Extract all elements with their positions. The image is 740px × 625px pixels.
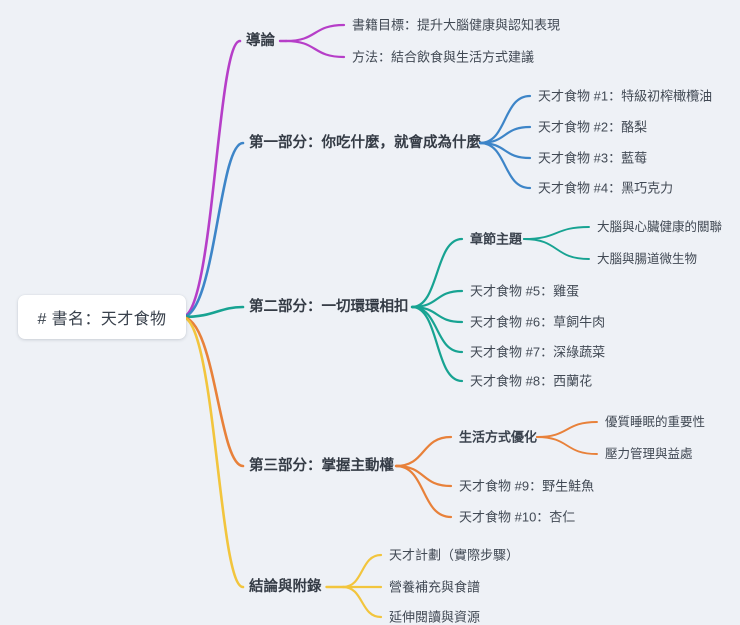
node-part-two-child-1-text: 章節主題 bbox=[470, 231, 523, 247]
node-conclusion-child-3[interactable]: 延伸閱讀與資源 bbox=[389, 611, 480, 624]
node-intro-child-1[interactable]: 書籍目標：提升大腦健康與認知表現 bbox=[352, 19, 560, 32]
root-node[interactable]: # 書名：天才食物 bbox=[18, 295, 186, 339]
node-part-three-child-1-text: 生活方式優化 bbox=[459, 429, 538, 445]
node-part-two-child-5-text: 天才食物 #8：西蘭花 bbox=[470, 373, 593, 389]
branch-label-part-one[interactable]: 第一部分：你吃什麼，就會成為什麼 bbox=[249, 136, 481, 151]
branch-label-part-two[interactable]: 第二部分：一切環環相扣 bbox=[249, 300, 409, 315]
node-part-one-child-2-text: 天才食物 #2：酪梨 bbox=[538, 119, 648, 135]
node-part-three-child-3-text: 天才食物 #10：杏仁 bbox=[459, 509, 576, 525]
node-part-one-child-4[interactable]: 天才食物 #4：黑巧克力 bbox=[538, 182, 673, 195]
node-part-one-child-4-text: 天才食物 #4：黑巧克力 bbox=[538, 180, 674, 196]
node-conclusion-child-2-text: 營養補充與食譜 bbox=[389, 579, 481, 595]
node-conclusion-child-2[interactable]: 營養補充與食譜 bbox=[389, 581, 480, 594]
node-conclusion-child-3-text: 延伸閱讀與資源 bbox=[389, 609, 481, 625]
node-part-two-child-4[interactable]: 天才食物 #7：深綠蔬菜 bbox=[470, 346, 605, 359]
branch-label-part-two-text: 第二部分：一切環環相扣 bbox=[249, 298, 409, 315]
branch-label-conclusion[interactable]: 結論與附錄 bbox=[249, 580, 322, 595]
node-intro-child-2[interactable]: 方法：結合飲食與生活方式建議 bbox=[352, 51, 534, 64]
node-part-two-child-3-text: 天才食物 #6：草飼牛肉 bbox=[470, 314, 606, 330]
node-part-two-child-1-sub-2-text: 大腦與腸道微生物 bbox=[597, 251, 698, 266]
branch-label-intro-text: 導論 bbox=[246, 32, 275, 49]
node-part-two-child-2-text: 天才食物 #5：雞蛋 bbox=[470, 283, 580, 299]
node-part-one-child-2[interactable]: 天才食物 #2：酪梨 bbox=[538, 121, 647, 134]
node-part-three-child-1[interactable]: 生活方式優化 bbox=[459, 431, 537, 444]
node-intro-child-2-text: 方法：結合飲食與生活方式建議 bbox=[352, 49, 535, 65]
branch-label-intro[interactable]: 導論 bbox=[246, 34, 275, 49]
branch-label-part-one-text: 第一部分：你吃什麼，就會成為什麼 bbox=[249, 134, 481, 151]
node-part-two-child-5[interactable]: 天才食物 #8：西蘭花 bbox=[470, 375, 592, 388]
node-intro-child-1-text: 書籍目標：提升大腦健康與認知表現 bbox=[352, 17, 561, 33]
branch-label-part-three[interactable]: 第三部分：掌握主動權 bbox=[249, 459, 394, 474]
node-part-two-child-3[interactable]: 天才食物 #6：草飼牛肉 bbox=[470, 316, 605, 329]
node-part-three-child-2[interactable]: 天才食物 #9：野生鮭魚 bbox=[459, 480, 594, 493]
node-part-one-child-3-text: 天才食物 #3：藍莓 bbox=[538, 150, 648, 166]
node-part-one-child-1-text: 天才食物 #1：特級初榨橄欖油 bbox=[538, 88, 713, 104]
node-part-three-child-2-text: 天才食物 #9：野生鮭魚 bbox=[459, 478, 595, 494]
node-part-two-child-1-sub-1[interactable]: 大腦與心臟健康的關聯 bbox=[597, 221, 722, 234]
node-part-three-child-1-sub-1-text: 優質睡眠的重要性 bbox=[605, 414, 706, 429]
node-part-three-child-1-sub-1[interactable]: 優質睡眠的重要性 bbox=[605, 416, 705, 429]
node-part-two-child-4-text: 天才食物 #7：深綠蔬菜 bbox=[470, 344, 606, 360]
node-conclusion-child-1[interactable]: 天才計劃（實際步驟） bbox=[389, 549, 519, 562]
node-part-two-child-2[interactable]: 天才食物 #5：雞蛋 bbox=[470, 285, 579, 298]
node-part-three-child-3[interactable]: 天才食物 #10：杏仁 bbox=[459, 511, 575, 524]
node-part-three-child-1-sub-2-text: 壓力管理與益處 bbox=[605, 446, 693, 461]
branch-label-conclusion-text: 結論與附錄 bbox=[249, 578, 322, 595]
node-part-two-child-1-sub-1-text: 大腦與心臟健康的關聯 bbox=[597, 219, 723, 234]
node-part-one-child-3[interactable]: 天才食物 #3：藍莓 bbox=[538, 152, 647, 165]
branch-label-part-three-text: 第三部分：掌握主動權 bbox=[249, 457, 394, 474]
root-node-label: # 書名：天才食物 bbox=[37, 311, 167, 328]
node-part-two-child-1[interactable]: 章節主題 bbox=[470, 233, 522, 246]
node-part-one-child-1[interactable]: 天才食物 #1：特級初榨橄欖油 bbox=[538, 90, 712, 103]
node-conclusion-child-1-text: 天才計劃（實際步驟） bbox=[389, 547, 520, 563]
node-part-three-child-1-sub-2[interactable]: 壓力管理與益處 bbox=[605, 448, 693, 461]
node-part-two-child-1-sub-2[interactable]: 大腦與腸道微生物 bbox=[597, 253, 697, 266]
